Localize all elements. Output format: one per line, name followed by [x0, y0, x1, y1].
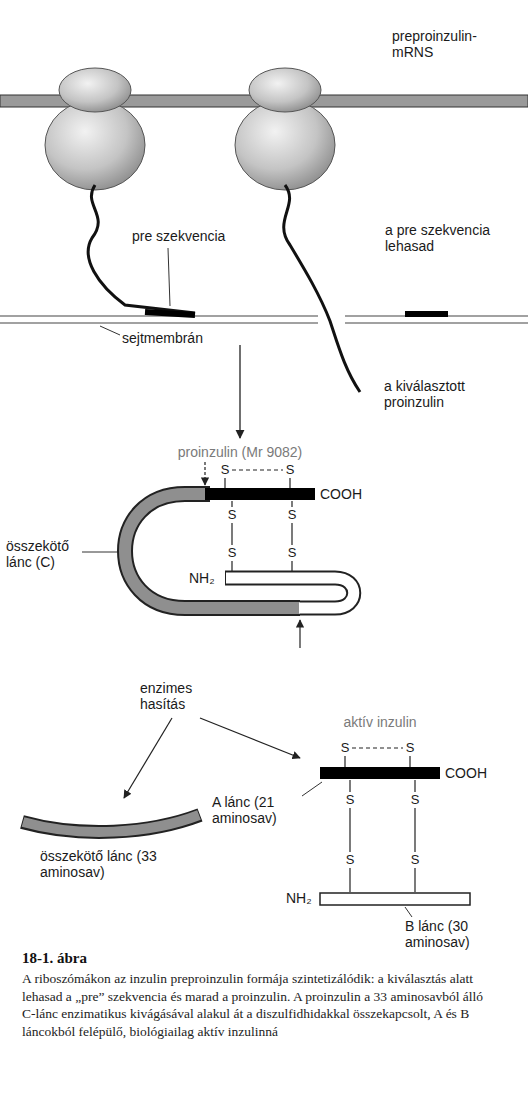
molecule-label: proinzulin (Mr 9082): [177, 444, 304, 460]
sulfur-label: S: [220, 463, 231, 478]
terminus-label: NH₂: [189, 570, 215, 586]
part-label: összekötő lánc (33 aminosav): [40, 848, 175, 880]
terminus-label: NH₂: [286, 890, 312, 906]
c-peptide: [23, 815, 199, 832]
leader-line: [82, 248, 412, 917]
sulfur-label: S: [285, 463, 296, 478]
terminus-label: COOH: [320, 486, 362, 502]
process-arrow: [239, 345, 240, 438]
cleavage-arrow: [124, 718, 300, 798]
figure-title: 18-1. ábra: [22, 950, 87, 967]
part-label: B lánc (30 aminosav): [405, 918, 520, 950]
sulfur-label: S: [340, 741, 351, 756]
sulfur-label: S: [405, 741, 416, 756]
figure-caption: A riboszómákon az inzulin preproinzulin …: [22, 970, 492, 1040]
part-label: összekötő lánc (C): [6, 538, 84, 570]
sulfur-label: S: [227, 508, 238, 523]
sulfur-label: S: [227, 546, 238, 561]
pre-sequence: [145, 312, 195, 315]
sulfur-label: S: [287, 546, 298, 561]
process-label: enzimes hasítás: [140, 680, 230, 712]
c-peptide: [22, 815, 200, 832]
proinsulin-chain: [284, 185, 360, 392]
sulfur-label: S: [345, 793, 356, 808]
sulfur-label: S: [287, 508, 298, 523]
cell-membrane: [0, 316, 528, 323]
ribosome: [45, 68, 335, 190]
terminus-label: COOH: [445, 765, 487, 781]
molecule-label: aktív inzulin: [342, 714, 417, 730]
part-label: a pre szekvencia lehasad: [385, 222, 510, 254]
sulfur-label: S: [410, 853, 421, 868]
cleaved-pre-sequence: [405, 311, 448, 317]
part-label: A lánc (21 aminosav): [212, 794, 307, 826]
part-label: sejtmembrán: [122, 330, 203, 346]
part-label: preproinzulin-mRNS: [392, 28, 500, 60]
part-label: pre szekvencia: [132, 228, 225, 244]
proinsulin-molecule: [125, 462, 354, 648]
part-label: a kiválasztott proinzulin: [384, 378, 509, 410]
sulfur-label: S: [345, 853, 356, 868]
polypeptide-chain: [88, 185, 195, 313]
sulfur-label: S: [410, 793, 421, 808]
